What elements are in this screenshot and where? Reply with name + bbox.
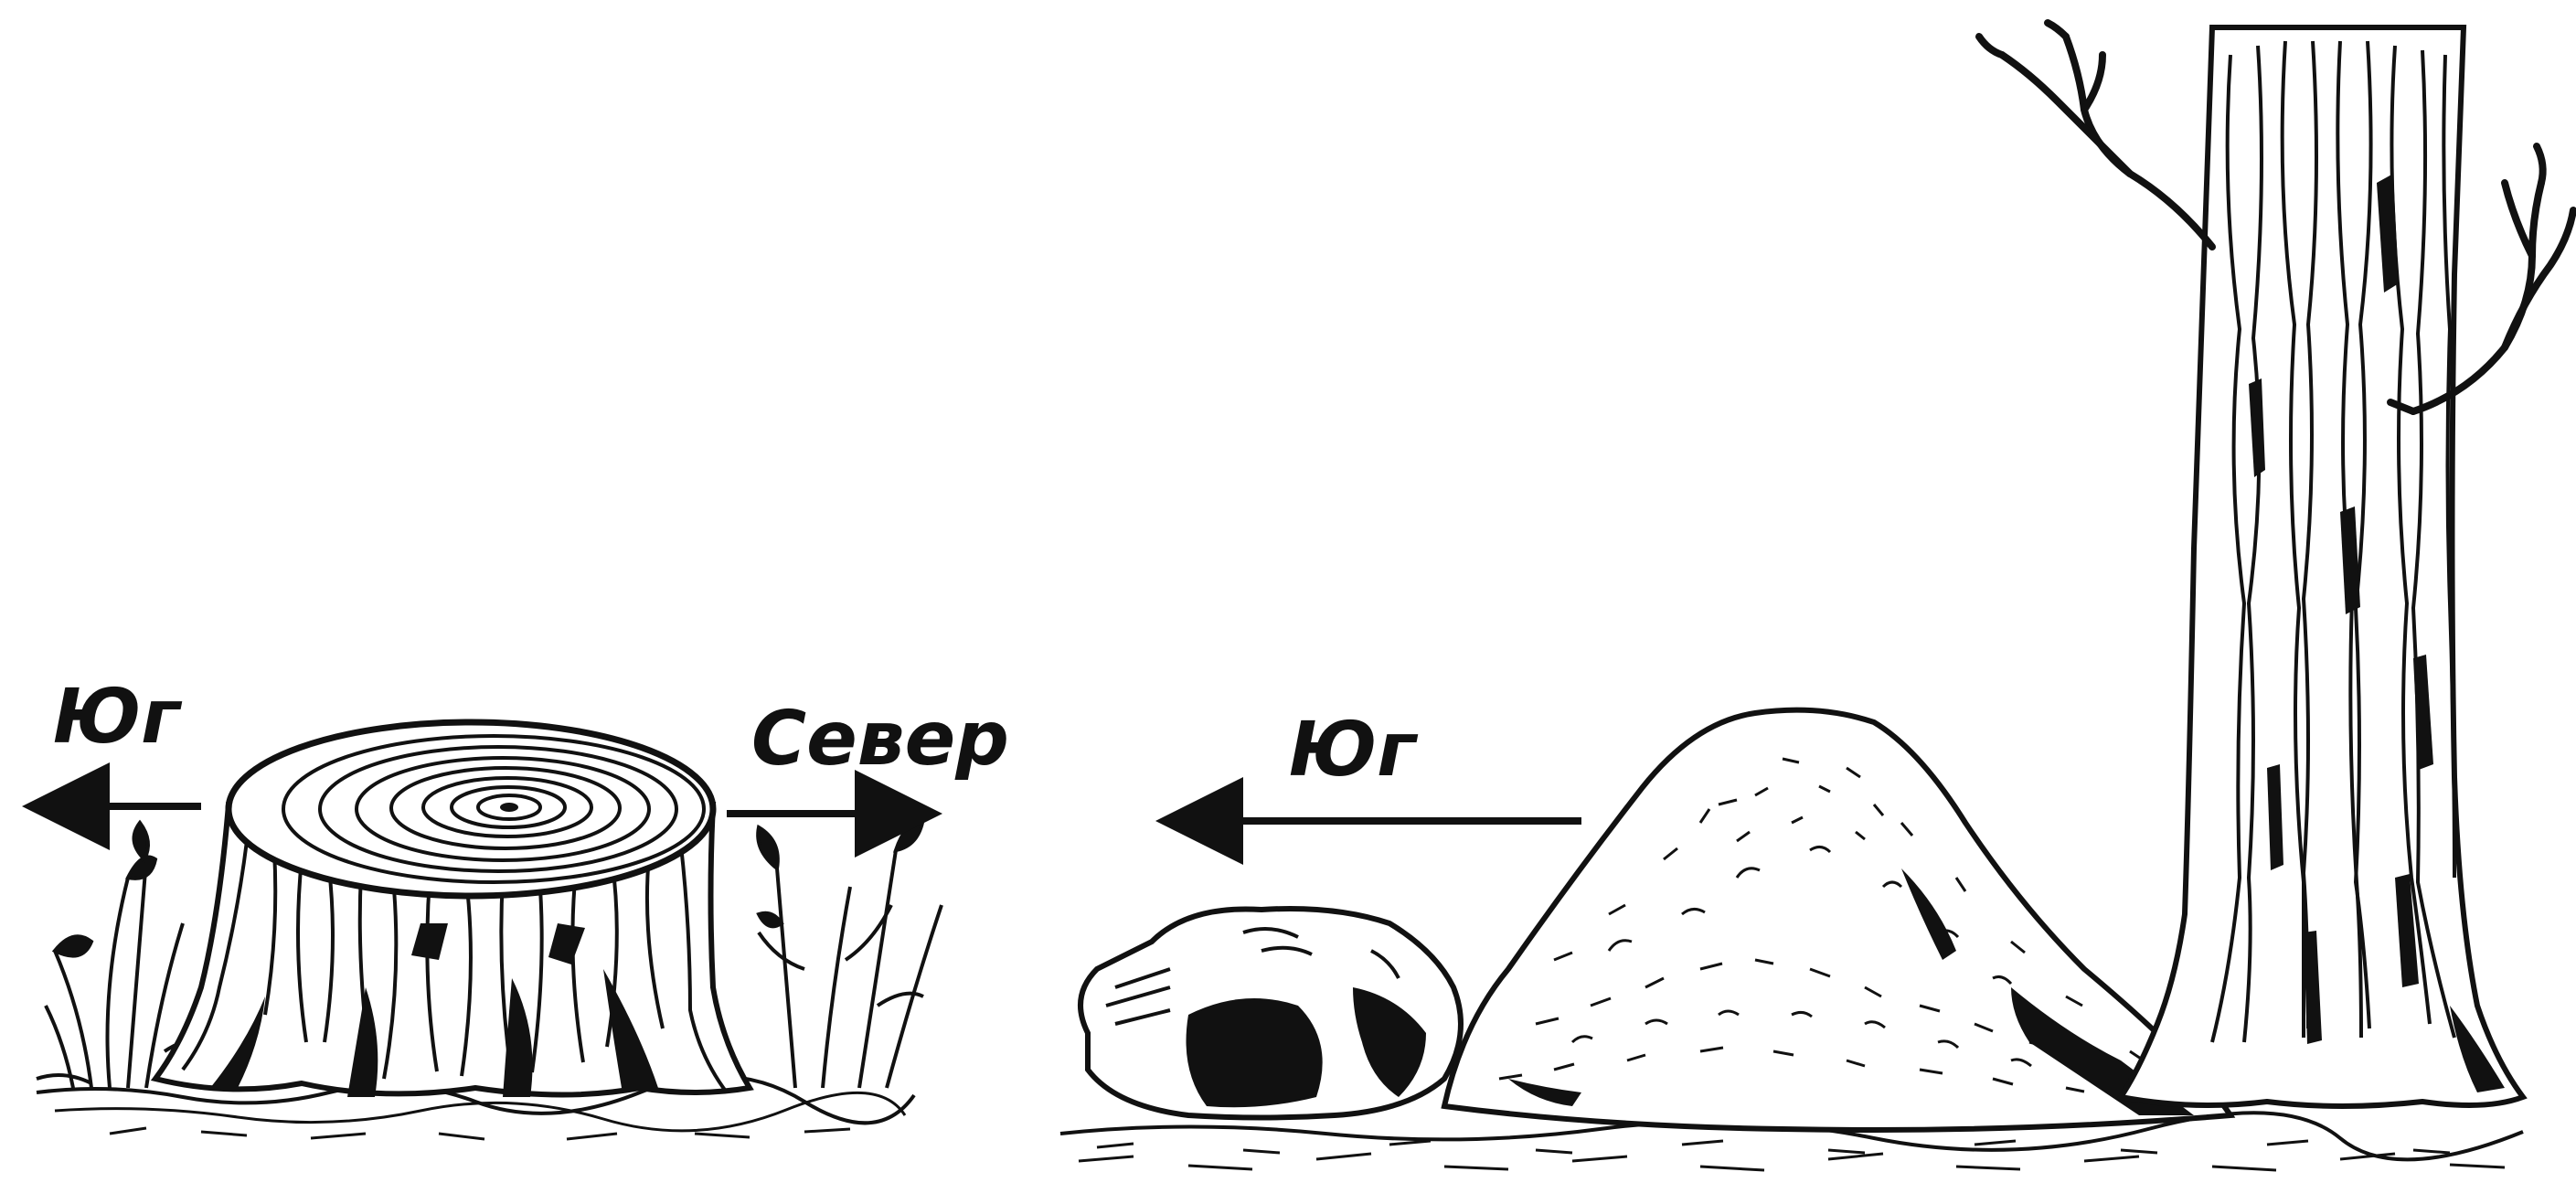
stump-scene: Юг Север <box>37 674 1009 1139</box>
label-south-stump: Юг <box>53 674 183 761</box>
tree-stump <box>155 722 750 1097</box>
tree-trunk <box>1979 23 2573 1106</box>
tree-branch-left <box>1979 23 2212 247</box>
grass-right <box>758 818 942 1088</box>
label-south-anthill: Юг <box>1289 707 1419 794</box>
rock <box>1080 909 1461 1118</box>
label-north-stump: Север <box>751 696 1009 783</box>
anthill-scene: Юг <box>1060 23 2573 1170</box>
anthill <box>1444 710 2230 1130</box>
